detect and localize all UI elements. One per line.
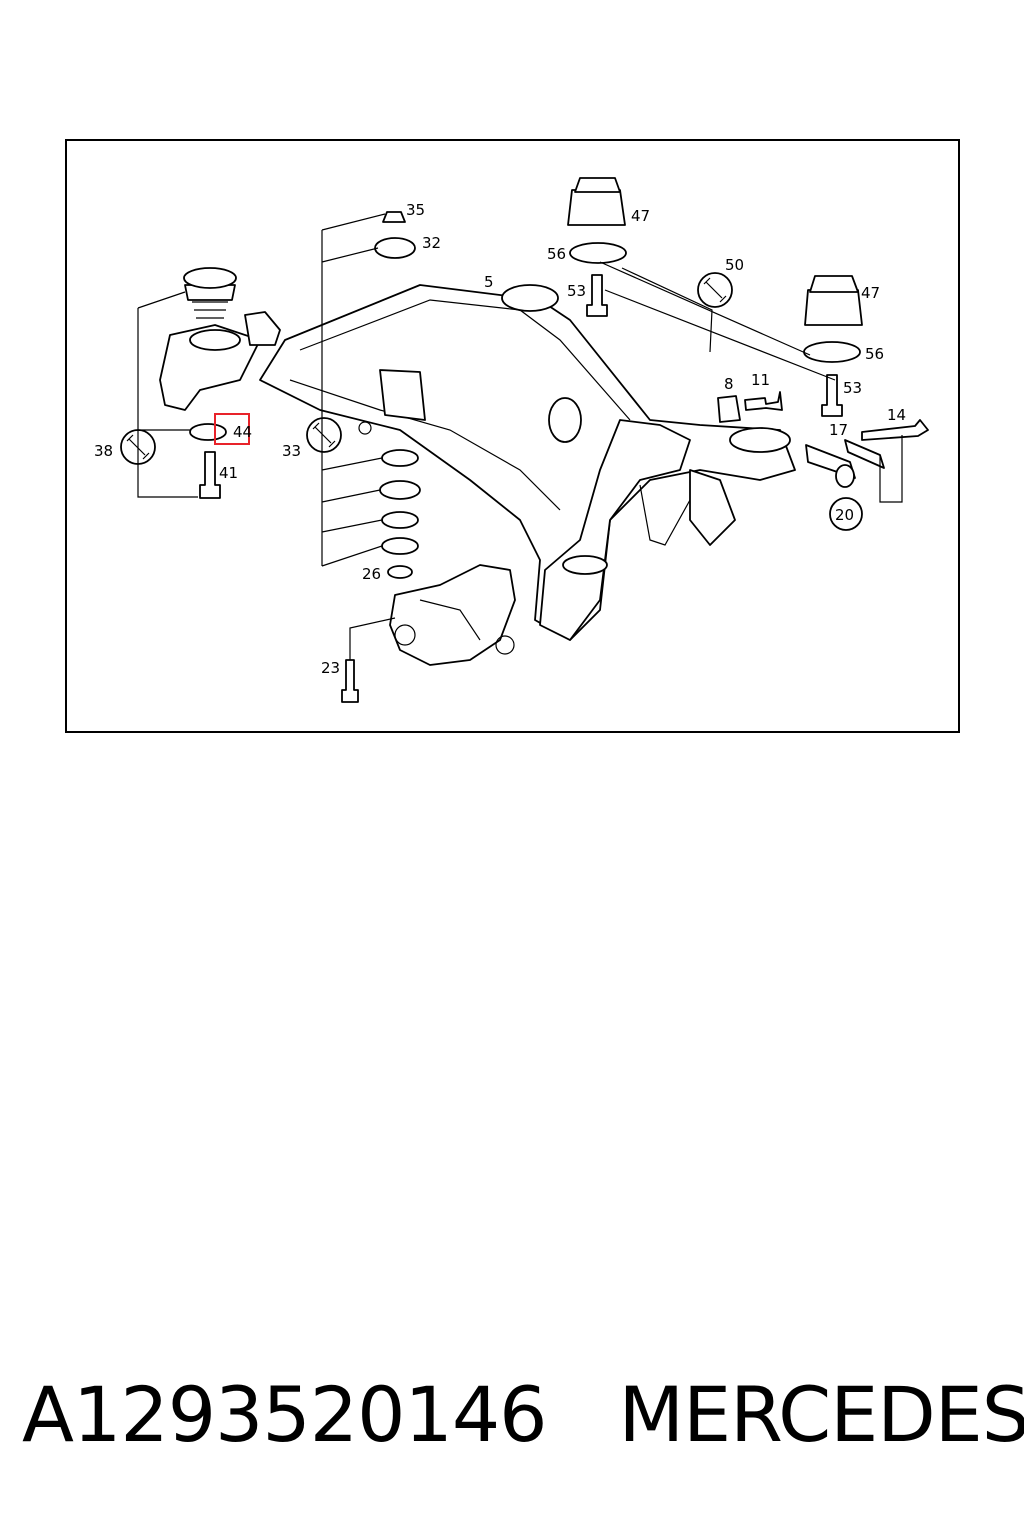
label-35: 35	[406, 201, 425, 219]
label-44: 44	[233, 423, 252, 441]
mount-47-top	[567, 177, 626, 226]
nut-35	[382, 211, 406, 223]
washer-56-right	[803, 341, 861, 363]
brand-name: MERCEDES	[618, 1370, 1024, 1459]
wrench-icon-33	[306, 417, 342, 453]
bolt-41	[199, 451, 221, 499]
washer-33d	[381, 537, 419, 555]
highlight-box-44	[214, 413, 250, 445]
rear-subframe	[159, 284, 796, 641]
bolt-53-right	[821, 374, 843, 417]
washer-33b	[379, 480, 421, 500]
label-8: 8	[724, 375, 734, 393]
label-53-right: 53	[843, 379, 862, 397]
mount-32	[374, 237, 416, 259]
bushing-20	[835, 464, 855, 488]
bolt-14	[861, 419, 929, 441]
label-56-top: 56	[547, 245, 566, 263]
label-11: 11	[751, 371, 770, 389]
label-56-right: 56	[865, 345, 884, 363]
washer-56-top	[569, 242, 627, 264]
label-38: 38	[94, 442, 113, 460]
differential-housing	[389, 564, 516, 666]
caption: A1293520146 MERCEDES	[22, 1370, 1024, 1470]
washer-26	[387, 565, 413, 579]
mount-38-left	[183, 267, 237, 319]
label-32: 32	[422, 234, 441, 252]
bracket-17	[844, 439, 885, 469]
callout-circle-20	[829, 497, 863, 531]
exploded-parts-diagram: 35 32 47 56 53 5 50 47 56 53 8 11 14 17 …	[94, 177, 929, 703]
label-20: 20	[835, 506, 854, 524]
label-14: 14	[887, 406, 906, 424]
label-23: 23	[321, 659, 340, 677]
label-47-right: 47	[861, 284, 880, 302]
label-47-top: 47	[631, 207, 650, 225]
label-33: 33	[282, 442, 301, 460]
label-41: 41	[219, 464, 238, 482]
bolt-53-top	[586, 274, 608, 317]
wrench-icon-50	[697, 272, 733, 308]
washer-44	[189, 423, 227, 441]
part-number: A1293520146	[22, 1370, 548, 1459]
label-5: 5	[484, 273, 494, 291]
mount-47-right	[804, 275, 863, 326]
label-50: 50	[725, 256, 744, 274]
label-17: 17	[829, 421, 848, 439]
washer-33c	[381, 511, 419, 529]
label-26: 26	[362, 565, 381, 583]
washer-33a	[381, 449, 419, 467]
label-53-top: 53	[567, 282, 586, 300]
bushing-8	[717, 395, 741, 423]
bolt-23	[341, 659, 359, 703]
bolt-11	[744, 391, 783, 411]
diagram-frame	[65, 139, 960, 733]
